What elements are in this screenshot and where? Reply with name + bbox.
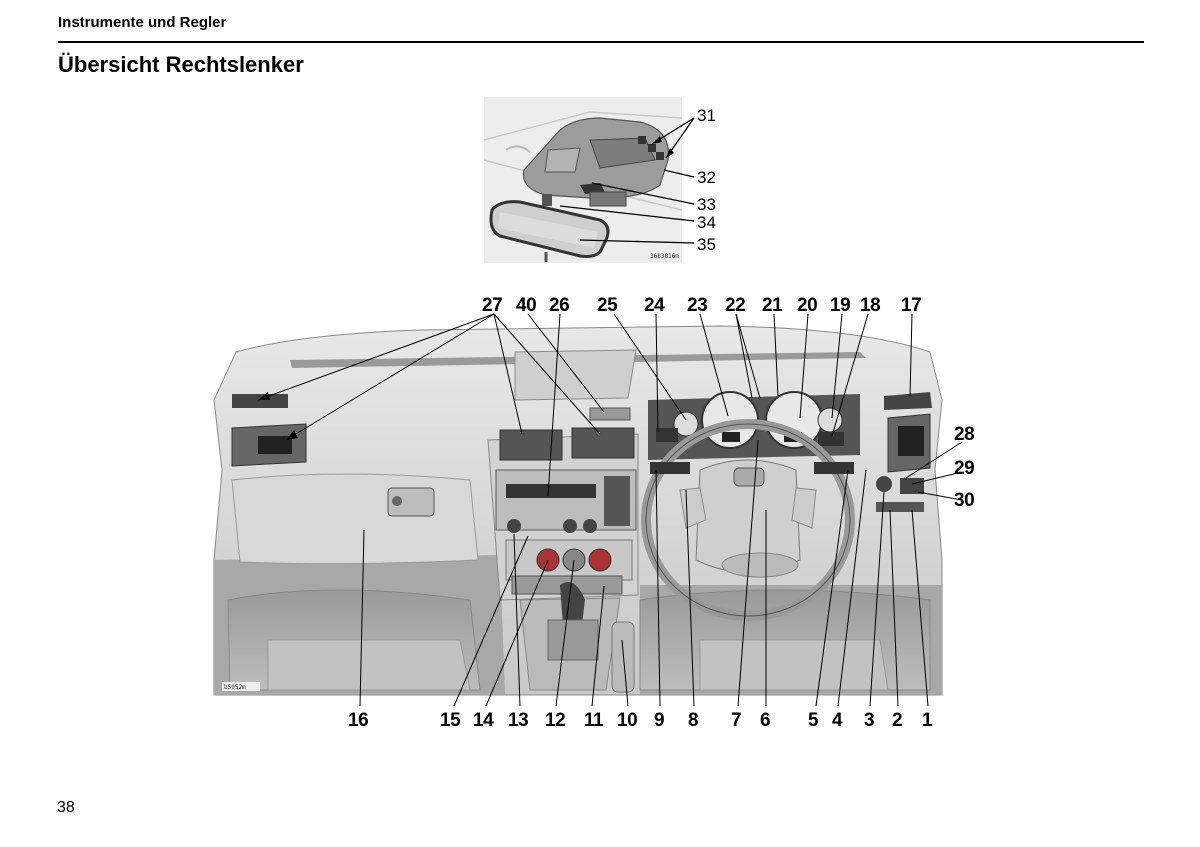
callout-3: 3 <box>864 710 874 731</box>
callout-30: 30 <box>954 490 974 511</box>
glovebox-handle <box>387 487 435 517</box>
callout-21: 21 <box>762 295 783 316</box>
callout-leaders <box>257 313 963 707</box>
callout-26: 26 <box>549 295 569 316</box>
overhead-figure-code: 3683816m <box>650 253 679 260</box>
section-header: Instrumente und Regler <box>58 14 227 31</box>
light-switch <box>876 476 892 492</box>
header-rule <box>58 41 1144 43</box>
callout-6: 6 <box>760 710 770 731</box>
center-vent-right <box>571 427 635 459</box>
headlight-buttons <box>900 478 924 494</box>
reading-light-button <box>638 136 646 144</box>
callout-27: 27 <box>482 295 502 316</box>
callout-11: 11 <box>584 710 604 731</box>
callout-1: 1 <box>922 710 933 731</box>
temp-gauge <box>817 407 843 433</box>
fuel-gauge <box>673 411 699 437</box>
side-vent-right-upper <box>884 392 932 410</box>
page-title: Übersicht Rechtslenker <box>58 52 304 77</box>
callout-29: 29 <box>954 458 974 479</box>
reading-light-button <box>656 152 664 160</box>
dashboard-figure-code: b5052m <box>224 684 246 691</box>
reading-light-button <box>648 144 656 152</box>
callout-10: 10 <box>617 710 637 731</box>
hazard-switches <box>589 407 631 421</box>
side-vent-left-upper <box>232 394 288 408</box>
callout-4: 4 <box>832 710 843 731</box>
callout-16: 16 <box>348 710 368 731</box>
stalk-right <box>814 462 854 474</box>
callout-24: 24 <box>644 295 665 316</box>
callout-32: 32 <box>697 168 716 187</box>
callout-14: 14 <box>473 710 494 731</box>
center-vent-left <box>499 429 563 461</box>
callout-28: 28 <box>954 424 974 445</box>
callout-34: 34 <box>697 213 716 232</box>
callout-5: 5 <box>808 710 819 731</box>
callout-25: 25 <box>597 295 618 316</box>
callout-13: 13 <box>508 710 528 731</box>
callout-20: 20 <box>797 295 817 316</box>
callout-17: 17 <box>901 295 921 316</box>
callout-19: 19 <box>830 295 850 316</box>
callout-22: 22 <box>725 295 745 316</box>
glovebox <box>231 473 479 565</box>
callout-2: 2 <box>892 710 902 731</box>
horn-logo <box>733 467 765 487</box>
temp-knob-right <box>588 548 612 572</box>
callout-15: 15 <box>440 710 461 731</box>
callout-9: 9 <box>654 710 664 731</box>
callout-35: 35 <box>697 235 716 254</box>
callout-arrowheads <box>258 392 298 440</box>
overhead-console-figure: 3683816m <box>483 97 695 263</box>
steering-hub <box>695 459 801 573</box>
callout-7: 7 <box>731 710 741 731</box>
callout-31: 31 <box>697 106 716 125</box>
callout-33: 33 <box>697 195 716 214</box>
callout-40: 40 <box>516 295 536 316</box>
callout-12: 12 <box>545 710 565 731</box>
page-number: 38 <box>57 799 75 816</box>
callout-23: 23 <box>687 295 707 316</box>
callout-8: 8 <box>688 710 698 731</box>
callout-18: 18 <box>860 295 880 316</box>
dashboard-figure: b5052m <box>213 325 943 696</box>
lower-switches <box>876 502 924 512</box>
stalk-left <box>650 462 690 474</box>
